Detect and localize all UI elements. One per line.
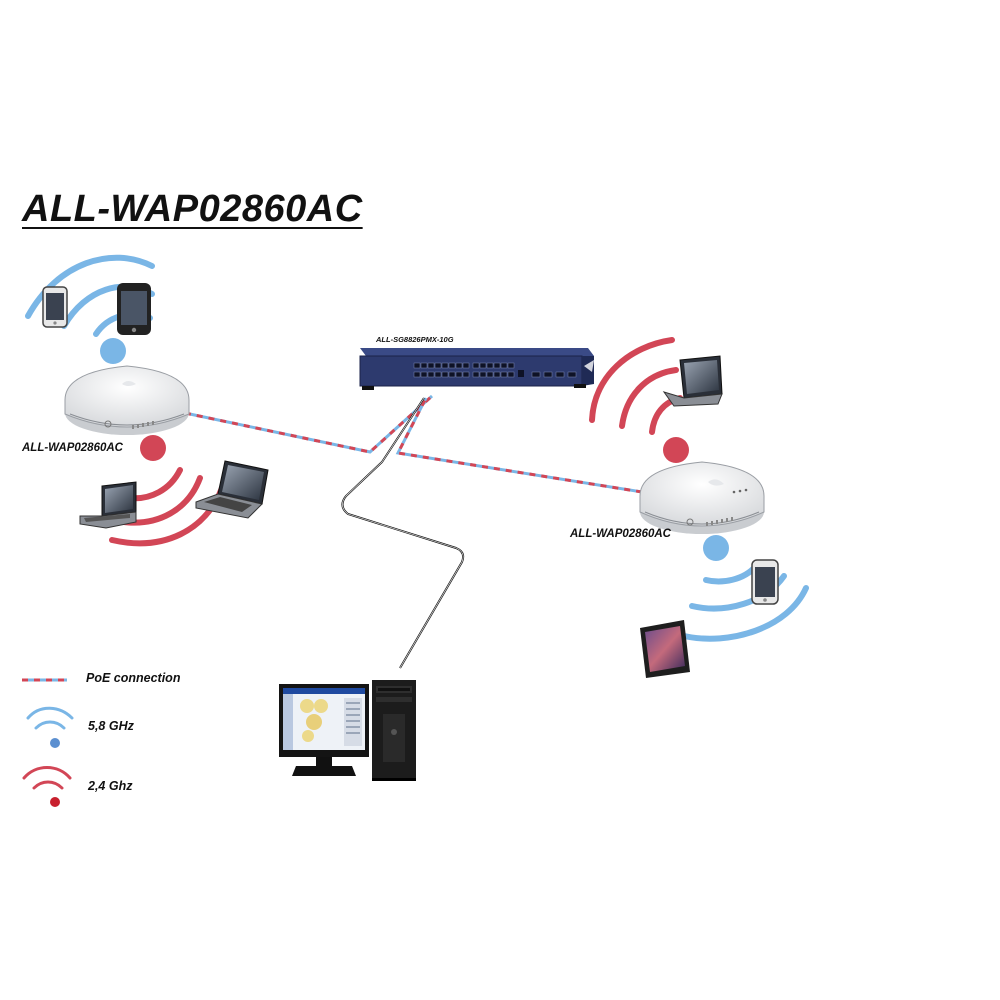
legend-5ghz-label: 5,8 GHz — [88, 719, 134, 733]
desktop-monitor — [279, 684, 369, 776]
legend-5ghz-icon — [26, 706, 74, 730]
management-cable-outline — [342, 397, 464, 669]
legend-poe-label: PoE connection — [86, 671, 181, 685]
page-title: ALL-WAP02860AC — [22, 188, 363, 230]
switch-label: ALL-SG8826PMX-10G — [376, 335, 454, 344]
smartphone-right — [751, 559, 779, 605]
laptop-small-left — [79, 481, 137, 529]
legend-24ghz-dot — [50, 797, 60, 807]
laptop-large-left — [195, 460, 269, 519]
poe-link-left — [184, 394, 434, 454]
wifi-24ghz-right-dot — [663, 437, 689, 463]
smartphone-white — [42, 286, 68, 328]
access-point-left-label: ALL-WAP02860AC — [22, 442, 123, 454]
poe-link-right — [395, 397, 643, 494]
legend-5ghz-dot — [50, 738, 60, 748]
laptop-right — [662, 355, 723, 407]
management-cable — [341, 397, 465, 669]
access-point-right — [639, 461, 765, 534]
tablet — [640, 620, 690, 678]
smartphone-black — [117, 283, 151, 335]
wifi-24ghz-right — [589, 337, 683, 435]
network-switch — [359, 348, 594, 390]
wifi-5ghz-left-dot — [100, 338, 126, 364]
legend-24ghz-icon — [22, 766, 72, 790]
access-point-left — [64, 365, 190, 435]
access-point-right-label: ALL-WAP02860AC — [570, 528, 671, 540]
wifi-5ghz-right — [681, 563, 809, 642]
desktop-tower — [372, 680, 416, 781]
wifi-24ghz-left-dot — [140, 435, 166, 461]
legend-24ghz-label: 2,4 Ghz — [88, 779, 133, 793]
wifi-5ghz-right-dot — [703, 535, 729, 561]
